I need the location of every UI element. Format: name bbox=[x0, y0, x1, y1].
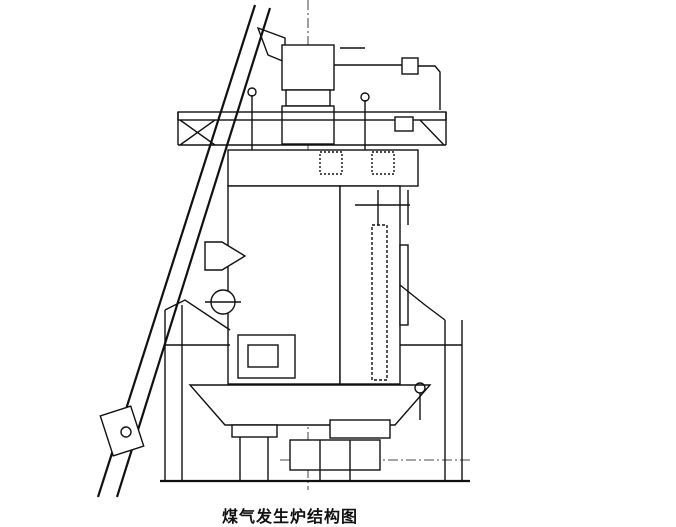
inclined-conveyor bbox=[96, 4, 286, 498]
furnace-shell bbox=[227, 149, 419, 385]
ash-pan-base bbox=[160, 382, 470, 483]
platform-railing bbox=[177, 87, 447, 150]
gas-outlet-nozzle bbox=[204, 241, 247, 271]
top-drive-motor bbox=[281, 44, 441, 145]
support-legs bbox=[164, 284, 463, 480]
ash-door bbox=[237, 334, 296, 379]
diagram-caption: 煤气发生炉结构图 bbox=[222, 507, 359, 526]
